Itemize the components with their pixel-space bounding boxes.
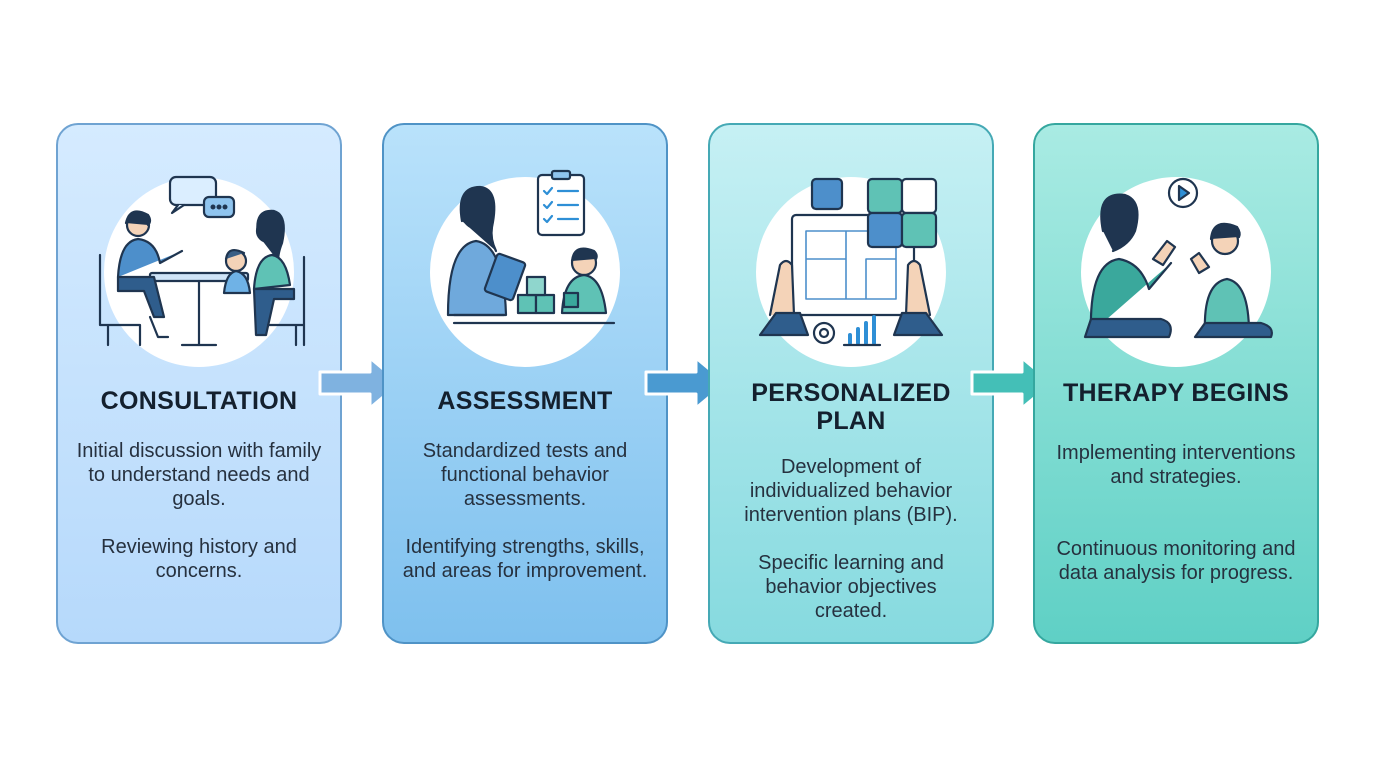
clipboard-assessment-icon	[446, 169, 616, 325]
step-description: Initial discussion with family to unders…	[76, 440, 322, 510]
step-title: PERSONALIZED PLAN	[751, 379, 951, 435]
step-detail: Reviewing history and concerns.	[101, 536, 297, 582]
step-description: Development of individualized behavior i…	[744, 456, 958, 526]
puzzle-plan-icon	[758, 177, 944, 347]
step-title: THERAPY BEGINS	[1062, 379, 1289, 407]
step-detail: Identifying strengths, skills, and areas…	[402, 536, 648, 582]
step-card-assessment: ASSESSMENT Standardized tests and functi…	[382, 123, 668, 644]
step-description: Implementing interventions and strategie…	[1056, 442, 1296, 488]
family-consultation-icon	[98, 175, 306, 347]
therapy-clapping-icon	[1083, 177, 1273, 339]
step-title: ASSESSMENT	[437, 387, 613, 415]
step-card-personalized-plan: PERSONALIZED PLAN Development of individ…	[708, 123, 994, 644]
step-detail: Continuous monitoring and data analysis …	[1056, 538, 1296, 584]
step-detail: Specific learning and behavior objective…	[758, 552, 944, 622]
step-description: Standardized tests and functional behavi…	[422, 440, 628, 510]
step-title: CONSULTATION	[100, 387, 298, 415]
step-card-therapy-begins: THERAPY BEGINS Implementing intervention…	[1033, 123, 1319, 644]
step-card-consultation: CONSULTATION Initial discussion with fam…	[56, 123, 342, 644]
